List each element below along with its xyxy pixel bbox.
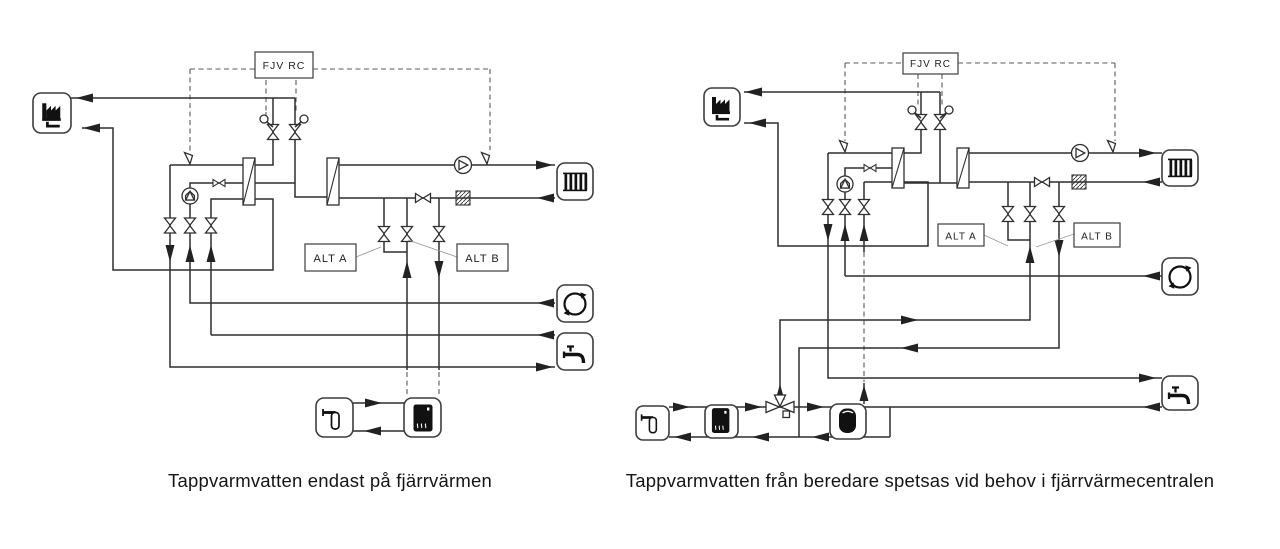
temperature-sensor-icon (838, 139, 849, 153)
alt-b-label: ALT B (465, 253, 500, 265)
circulation-icon (1161, 257, 1199, 296)
heating-pump-icon (1070, 143, 1090, 163)
check-valve-icon (1033, 176, 1051, 188)
alt-a-label: ALT A (314, 253, 348, 265)
electric-boiler-icon (403, 397, 442, 438)
alt-a-callout (355, 246, 382, 258)
temperature-sensor-icon (480, 151, 491, 165)
electric-boiler-icon (704, 404, 739, 439)
strainer-icon (455, 190, 471, 206)
check-valve-icon (212, 178, 226, 188)
alt-a-box (937, 223, 985, 247)
district-heating-icon (703, 87, 741, 127)
faucet-icon (1161, 375, 1199, 411)
immersion-heater-icon (315, 397, 354, 438)
diagram-left: FJV RC ALT A ALT B (32, 51, 594, 438)
diagram-right: FJV RC ALT A ALT B (635, 52, 1199, 442)
caption-right: Tappvarmvatten från beredare spetsas vid… (625, 470, 1215, 491)
temperature-sensor-icon (1106, 139, 1117, 153)
faucet-icon (556, 332, 594, 371)
fjv-rc-box (254, 51, 314, 79)
circulation-pump-icon (836, 175, 854, 193)
control-valve-1-icon (259, 112, 280, 141)
mixing-valve-icon (765, 394, 795, 419)
heat-exchanger-dhw-icon (891, 147, 905, 189)
alt-b-box (1073, 222, 1121, 248)
alt-valve-icon (400, 225, 414, 243)
radiator-icon (1161, 149, 1199, 187)
alt-valve-icon (432, 225, 446, 243)
control-valve-2-icon (933, 105, 954, 131)
alt-b-callout (407, 239, 458, 258)
shutoff-valve-icon (821, 198, 835, 216)
shutoff-valve-icon (204, 217, 218, 234)
alt-valve-icon (377, 225, 391, 243)
control-signal-lines-right (844, 62, 1116, 382)
alt-a-label: ALT A (945, 232, 976, 243)
alt-b-label: ALT B (1081, 232, 1113, 243)
alt-valve-icon (1001, 205, 1015, 223)
check-valve-icon (863, 163, 877, 173)
district-heating-icon (32, 92, 72, 134)
strainer-icon (1071, 174, 1087, 190)
alt-b-box (456, 243, 509, 272)
shutoff-valve-icon (163, 217, 177, 234)
heat-exchanger-dhw-icon (242, 157, 256, 206)
pipe-network-left (71, 97, 555, 432)
alt-b-callout (1035, 233, 1075, 248)
alt-valve-icon (1052, 205, 1066, 223)
circulation-icon (556, 284, 594, 323)
flow-arrows-right (673, 87, 1160, 442)
control-valve-1-icon (907, 105, 928, 131)
alt-a-box (304, 243, 357, 272)
circulation-pump-icon (181, 187, 199, 205)
shutoff-valve-icon (838, 198, 852, 216)
shutoff-valve-icon (857, 198, 871, 216)
radiator-icon (556, 162, 594, 201)
fjv-rc-label: FJV RC (910, 59, 951, 70)
shutoff-valve-icon (183, 217, 197, 234)
fjv-rc-label: FJV RC (263, 60, 306, 72)
fjv-rc-box (902, 52, 959, 75)
pipe-network-right (669, 91, 1162, 438)
immersion-heater-icon (635, 405, 670, 441)
heat-exchanger-heating-icon (326, 157, 340, 206)
temperature-sensor-icon (183, 151, 194, 165)
control-valve-2-icon (288, 114, 309, 141)
alt-valve-icon (1023, 205, 1037, 223)
heat-exchanger-heating-icon (956, 147, 970, 189)
storage-tank-icon (829, 403, 867, 440)
check-valve-icon (414, 192, 432, 204)
heating-pump-icon (453, 155, 473, 175)
caption-left: Tappvarmvatten endast på fjärrvärmen (168, 470, 492, 491)
alt-a-callout (983, 234, 1009, 247)
control-signal-lines-left (189, 68, 491, 397)
